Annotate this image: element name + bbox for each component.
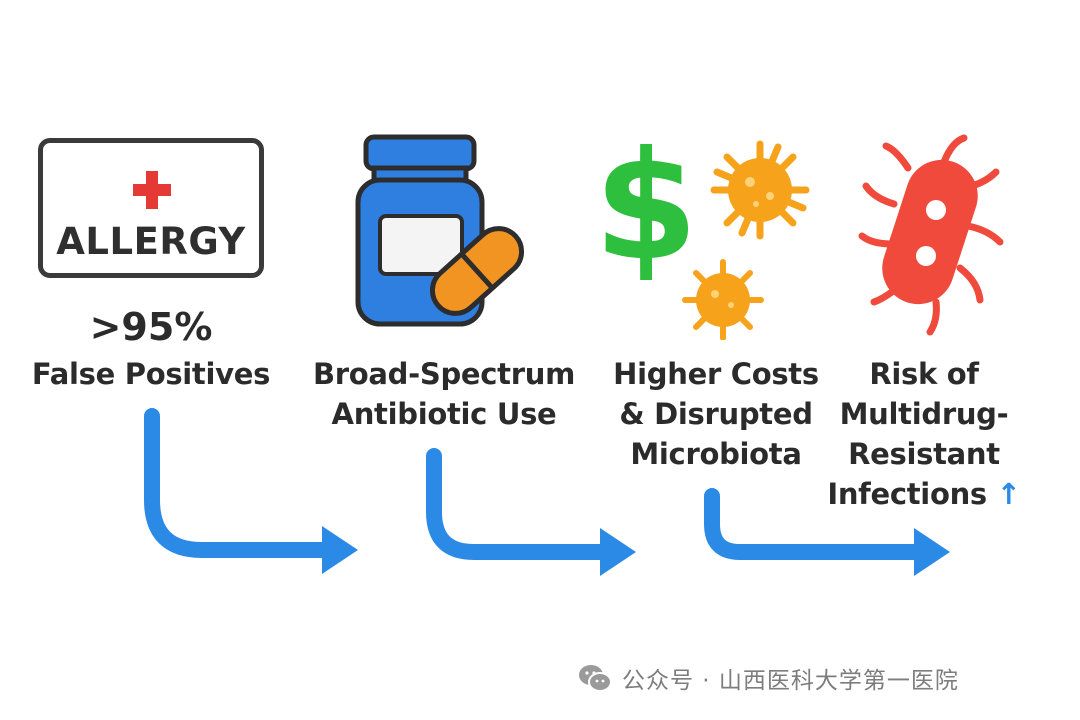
flow-arrow-1 <box>144 408 330 558</box>
step-4-label-line-1: Risk of <box>869 357 979 391</box>
step-3-label-line-2: & Disrupted <box>619 397 813 431</box>
step-2-label-line-1: Broad-Spectrum <box>312 357 576 391</box>
arrowhead-icon <box>322 526 358 574</box>
red-cross-icon <box>133 171 171 209</box>
microbe-icon <box>710 140 810 240</box>
flow-arrow-2 <box>426 448 608 560</box>
step-3-label-line-3: Microbiota <box>630 437 802 471</box>
watermark-text: 公众号 · 山西医科大学第一医院 <box>622 668 959 694</box>
step-2-label-line-2: Antibiotic Use <box>331 397 557 431</box>
wechat-icon <box>579 665 612 692</box>
flow-arrow-3 <box>704 488 922 560</box>
medicine-bottle-pill-icon <box>355 134 525 327</box>
bacterium-icon <box>858 134 1004 336</box>
dollar-and-bacteria-icon: $ <box>598 130 810 340</box>
false-positive-stat: >95% <box>89 305 213 349</box>
watermark: 公众号 · 山西医科大学第一医院 <box>578 662 959 694</box>
arrowhead-icon <box>600 528 636 576</box>
dollar-sign-icon: $ <box>598 130 698 294</box>
step-4-label-line-3: Resistant <box>848 437 1000 471</box>
step-3-label-line-1: Higher Costs <box>613 357 819 391</box>
step-4-label-text: Infections <box>827 477 987 511</box>
step-4-label-line-4: Infections ↑ <box>812 474 1036 514</box>
allergy-card-text: ALLERGY <box>56 220 246 263</box>
allergy-card-icon: ALLERGY <box>38 138 264 278</box>
up-arrow-icon: ↑ <box>996 477 1021 511</box>
arrowhead-icon <box>914 528 950 576</box>
step-4-label-line-2: Multidrug- <box>839 397 1009 431</box>
microbe-icon <box>682 259 764 340</box>
step-1-label: False Positives <box>31 357 271 391</box>
